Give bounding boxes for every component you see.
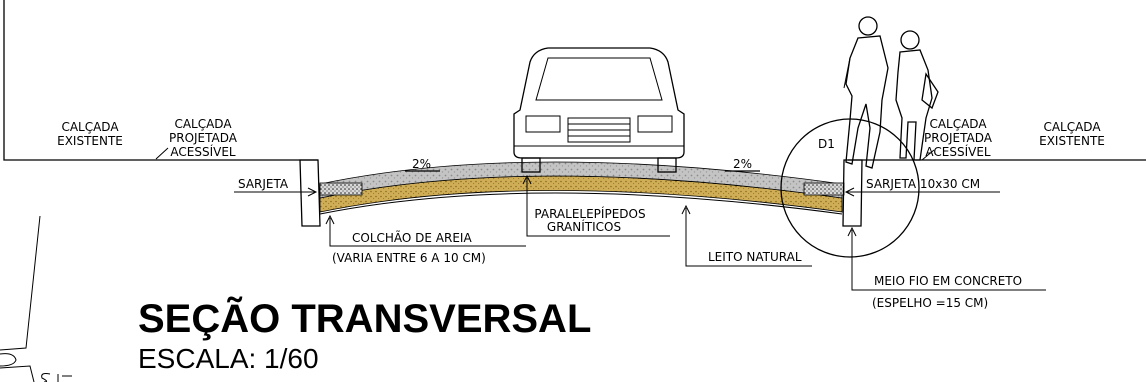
curb-left bbox=[299, 159, 321, 227]
car-icon bbox=[513, 47, 685, 173]
sarjeta-left-leader bbox=[234, 187, 318, 197]
calcada-projetada-right-l2: PROJETADA bbox=[924, 131, 993, 145]
sarjeta-right-leader bbox=[844, 187, 1000, 197]
calcada-existente-left-l2: EXISTENTE bbox=[57, 134, 123, 148]
leader-left-small bbox=[155, 147, 169, 160]
paralelepipedos-leader bbox=[522, 174, 670, 237]
calcada-projetada-left-l1: CALÇADA bbox=[174, 117, 232, 131]
sarjeta-left-label: SARJETA bbox=[238, 177, 289, 191]
page-title: SEÇÃO TRANSVERSAL bbox=[138, 295, 591, 341]
calcada-existente-left-l1: CALÇADA bbox=[61, 120, 119, 134]
natural-ground-line bbox=[319, 192, 843, 215]
paving-layer bbox=[319, 161, 843, 199]
slope-right-label: 2% bbox=[733, 157, 752, 171]
meio-fio-label: MEIO FIO EM CONCRETO bbox=[874, 274, 1022, 288]
scale-label: ESCALA: 1/60 bbox=[138, 343, 319, 374]
meio-fio-leader bbox=[847, 226, 1046, 291]
calcada-projetada-left-l2: PROJETADA bbox=[169, 131, 238, 145]
paralelepipedos-label-l2: GRANÍTICOS bbox=[547, 219, 621, 234]
existing-ground-left bbox=[3, 0, 318, 161]
slope-left-label: 2% bbox=[412, 157, 431, 171]
calcada-projetada-left-l3: ACESSÍVEL bbox=[170, 144, 236, 159]
leito-leader bbox=[681, 204, 812, 267]
calcada-existente-right-l2: EXISTENTE bbox=[1039, 134, 1105, 148]
plan-fragment-s bbox=[41, 373, 51, 382]
gutter-left bbox=[319, 182, 363, 196]
plan-fragment-curve bbox=[0, 353, 17, 367]
colchao-note: (VARIA ENTRE 6 A 10 CM) bbox=[332, 251, 486, 265]
detail-label: D1 bbox=[818, 137, 835, 151]
paralelepipedos-label-l1: PARALELEPÍPEDOS bbox=[534, 206, 645, 221]
sarjeta-right-label: SARJETA 10x30 CM bbox=[866, 177, 980, 191]
calcada-projetada-right-l1: CALÇADA bbox=[929, 117, 987, 131]
leito-label: LEITO NATURAL bbox=[708, 250, 802, 264]
colchao-label: COLCHÃO DE AREIA bbox=[352, 230, 472, 245]
calcada-projetada-right-l3: ACESSÍVEL bbox=[925, 144, 991, 159]
gutter-right bbox=[803, 182, 845, 196]
leader-right-small bbox=[921, 149, 935, 161]
meio-fio-note: (ESPELHO =15 CM) bbox=[872, 296, 988, 310]
pedestrians-icon bbox=[843, 16, 939, 169]
plan-fragment-lines bbox=[0, 215, 72, 382]
curb-right bbox=[842, 159, 863, 227]
colchao-leader bbox=[325, 214, 526, 247]
calcada-existente-right-l1: CALÇADA bbox=[1043, 120, 1101, 134]
